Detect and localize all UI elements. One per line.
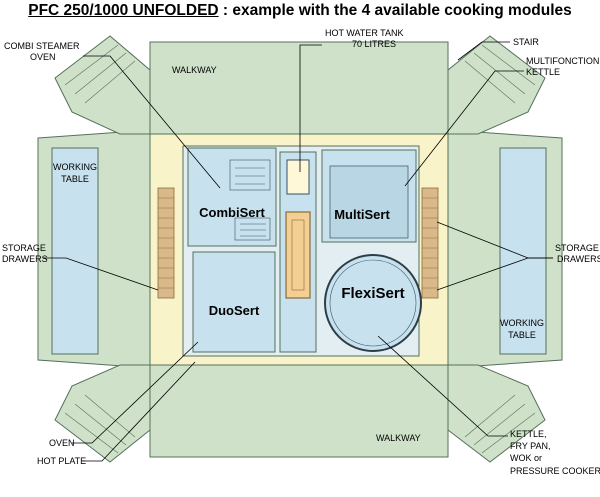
hot-water-label-1: HOT WATER TANK: [325, 28, 404, 38]
title-subtitle: : example with the 4 available cooking m…: [218, 2, 572, 19]
working-table-left-label-1: WORKING: [53, 162, 97, 172]
hot-water-tank: [286, 159, 310, 195]
hot-water-label-2: 70 LITRES: [352, 39, 396, 49]
working-table-left-label-2: TABLE: [61, 174, 89, 184]
storage-drawers-left: [157, 187, 175, 299]
kettle-group-label-2: FRY PAN,: [510, 441, 551, 451]
storage-left-label-1: STORAGE: [2, 243, 46, 253]
walkway-top-label: WALKWAY: [172, 65, 217, 75]
page-title: PFC 250/1000 UNFOLDED : example with the…: [0, 2, 600, 20]
working-table-right-label-2: TABLE: [508, 330, 536, 340]
hot-plate-label: HOT PLATE: [37, 456, 86, 466]
oven-label: OVEN: [49, 438, 75, 448]
duosert-module: [192, 251, 276, 353]
title-model: PFC 250/1000 UNFOLDED: [28, 2, 219, 19]
working-table-right-label-1: WORKING: [500, 318, 544, 328]
combi-steamer-label-1: COMBI STEAMER: [4, 41, 80, 51]
flexisert-label: FlexiSert: [341, 285, 404, 302]
kettle-multifonction-label-1: MULTIFONCTION: [526, 56, 599, 66]
stair-label: STAIR: [513, 37, 539, 47]
kettle-group-label-4: PRESSURE COOKER: [510, 466, 600, 476]
stair-top-right: [447, 35, 546, 135]
storage-right-label-1: STORAGE: [555, 243, 599, 253]
kettle-group-label-3: WOK or: [510, 453, 542, 463]
center-worktop: [285, 211, 311, 299]
bottom-walkway-platform: [149, 364, 449, 458]
storage-right-label-2: DRAWERS: [557, 254, 600, 264]
duosert-label: DuoSert: [209, 303, 260, 318]
kettle-multifonction-label-2: KETTLE: [526, 67, 560, 77]
combi-steamer-label-2: OVEN: [30, 52, 56, 62]
leader-lines: [43, 41, 553, 462]
stair-treads: [64, 44, 536, 454]
combisert-vents: [229, 159, 271, 241]
flexisert-pan: [324, 254, 422, 352]
storage-drawers-right: [421, 187, 439, 299]
combisert-label: CombiSert: [199, 205, 265, 220]
working-table-right: [499, 147, 547, 355]
kettle-group-label-1: KETTLE,: [510, 429, 547, 439]
combisert-module: [187, 147, 277, 247]
working-table-left: [51, 147, 99, 355]
multisert-label: MultiSert: [334, 207, 390, 222]
top-walkway-platform: [149, 41, 449, 135]
walkway-bottom-label: WALKWAY: [376, 433, 421, 443]
storage-left-label-2: DRAWERS: [2, 254, 48, 264]
